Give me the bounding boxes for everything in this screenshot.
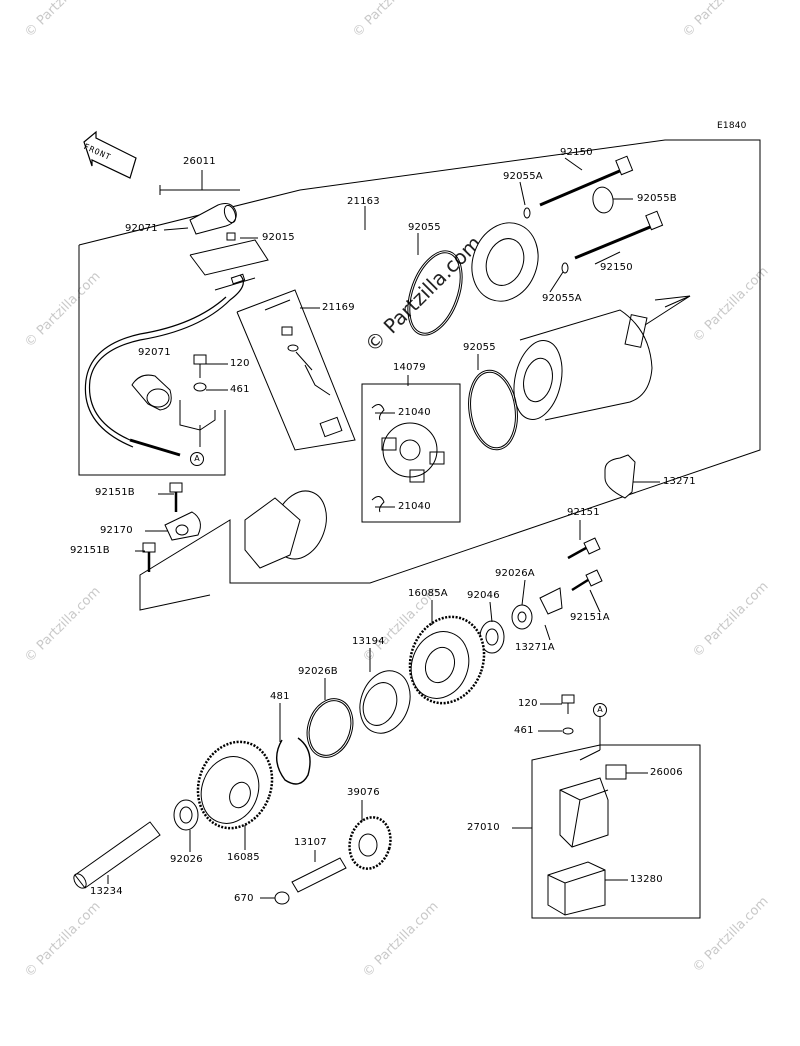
part-label[interactable]: 13271A bbox=[515, 642, 555, 653]
part-label[interactable]: 120 bbox=[518, 698, 538, 709]
diagram-id: E1840 bbox=[717, 121, 747, 131]
part-label[interactable]: 26011 bbox=[183, 156, 216, 167]
part-label[interactable]: 670 bbox=[234, 893, 254, 904]
part-label[interactable]: 92046 bbox=[467, 590, 500, 601]
callout-a: A bbox=[190, 452, 204, 466]
part-label[interactable]: 13271 bbox=[663, 476, 696, 487]
part-label[interactable]: 13107 bbox=[294, 837, 327, 848]
part-label[interactable]: 120 bbox=[230, 358, 250, 369]
part-label[interactable]: 92151B bbox=[95, 487, 135, 498]
part-label[interactable]: 92151A bbox=[570, 612, 610, 623]
part-label[interactable]: 21040 bbox=[398, 407, 431, 418]
part-label[interactable]: 92150 bbox=[600, 262, 633, 273]
part-label[interactable]: 92151 bbox=[567, 507, 600, 518]
part-label[interactable]: 92055A bbox=[503, 171, 543, 182]
part-label[interactable]: 39076 bbox=[347, 787, 380, 798]
assembly-outline-14079 bbox=[361, 383, 461, 523]
part-label[interactable]: 13280 bbox=[630, 874, 663, 885]
part-label[interactable]: 92150 bbox=[560, 147, 593, 158]
front-arrow-icon bbox=[83, 130, 137, 179]
part-label[interactable]: 92055 bbox=[463, 342, 496, 353]
part-label[interactable]: 92170 bbox=[100, 525, 133, 536]
part-label[interactable]: 92151B bbox=[70, 545, 110, 556]
o-ring-92055-upper bbox=[407, 250, 463, 336]
part-label[interactable]: 92071 bbox=[138, 347, 171, 358]
part-label[interactable]: 92071 bbox=[125, 223, 158, 234]
assembly-outline-27010 bbox=[531, 744, 701, 919]
part-label[interactable]: 92055 bbox=[408, 222, 441, 233]
part-label[interactable]: 92026B bbox=[298, 666, 338, 677]
assembly-outline-26011 bbox=[78, 245, 226, 476]
part-label[interactable]: 21040 bbox=[398, 501, 431, 512]
part-label[interactable]: 13194 bbox=[352, 636, 385, 647]
part-label[interactable]: 481 bbox=[270, 691, 290, 702]
part-label[interactable]: 16085 bbox=[227, 852, 260, 863]
part-label[interactable]: 92026 bbox=[170, 854, 203, 865]
assembly-outline-21169 bbox=[236, 289, 356, 451]
part-label[interactable]: 21163 bbox=[347, 196, 380, 207]
callout-a: A bbox=[593, 703, 607, 717]
part-label[interactable]: 26006 bbox=[650, 767, 683, 778]
part-label[interactable]: 92026A bbox=[495, 568, 535, 579]
part-label[interactable]: 92055A bbox=[542, 293, 582, 304]
part-label[interactable]: 14079 bbox=[393, 362, 426, 373]
part-label[interactable]: 461 bbox=[514, 725, 534, 736]
part-label[interactable]: 21169 bbox=[322, 302, 355, 313]
part-label[interactable]: 461 bbox=[230, 384, 250, 395]
part-label[interactable]: 13234 bbox=[90, 886, 123, 897]
o-ring-92055-lower bbox=[468, 369, 518, 451]
part-label[interactable]: 16085A bbox=[408, 588, 448, 599]
part-label[interactable]: 92015 bbox=[262, 232, 295, 243]
assembly-outline-21163 bbox=[78, 139, 761, 611]
part-label[interactable]: 92055B bbox=[637, 193, 677, 204]
part-label[interactable]: 27010 bbox=[467, 822, 500, 833]
